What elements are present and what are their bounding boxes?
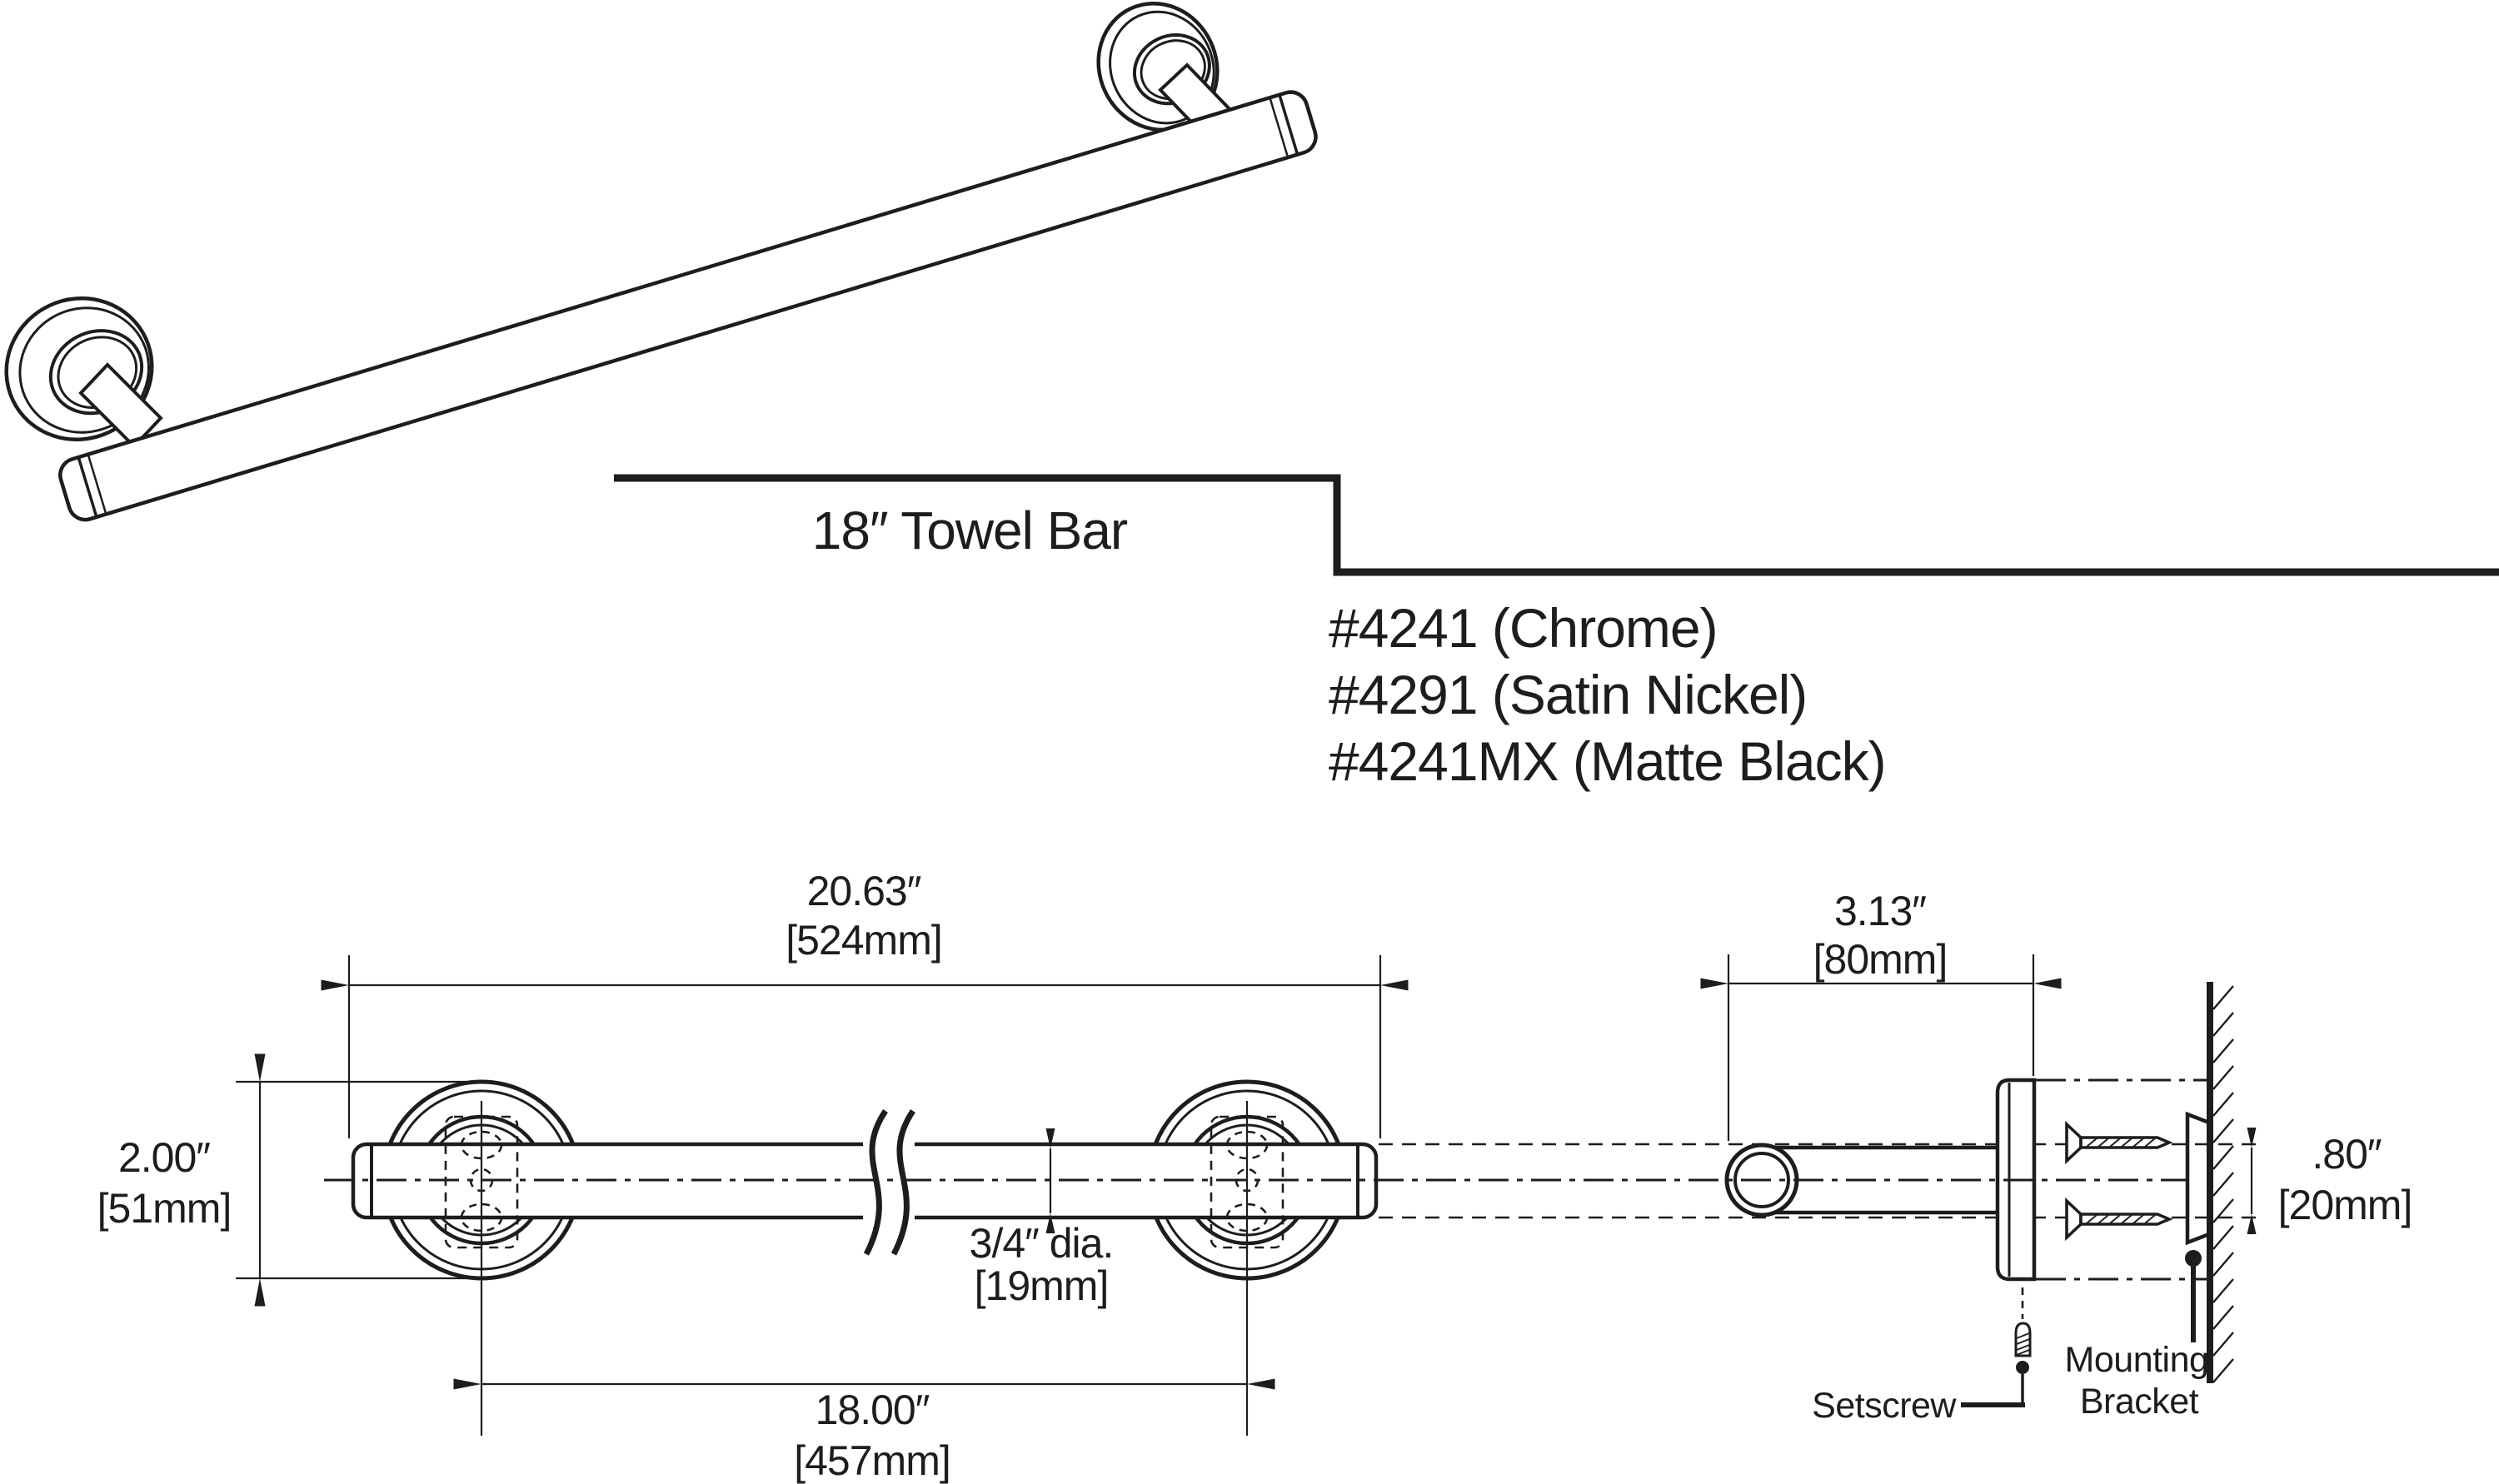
- towel-bar-3d-illustration: [4, 1, 1318, 522]
- svg-text:[524mm]: [524mm]: [786, 917, 942, 964]
- side-view-drawing: [1379, 982, 2264, 1383]
- dim-bracket-offset: .80″ [20mm]: [2247, 1128, 2412, 1234]
- svg-text:18.00″: 18.00″: [816, 1387, 930, 1433]
- svg-text:3.13″: 3.13″: [1834, 888, 1926, 934]
- product-number-chrome: #4241 (Chrome): [1329, 597, 1718, 659]
- dim-overall-length: 20.63″ [524mm]: [321, 868, 1409, 1138]
- svg-text:Mounting: Mounting: [2065, 1340, 2209, 1380]
- bar-3d: [58, 90, 1318, 522]
- wall-section: [2207, 982, 2234, 1383]
- svg-text:[51mm]: [51mm]: [97, 1185, 232, 1232]
- svg-text:[80mm]: [80mm]: [1813, 936, 1948, 983]
- setscrew-shape: [2014, 1287, 2032, 1357]
- callout-setscrew: Setscrew: [1812, 1361, 2029, 1426]
- dim-center-to-center: 18.00″ [457mm]: [453, 1101, 1275, 1484]
- svg-text:3/4″ dia.: 3/4″ dia.: [970, 1220, 1114, 1267]
- break-symbol: [863, 1109, 915, 1256]
- svg-text:20.63″: 20.63″: [807, 868, 921, 914]
- page-title: 18″ Towel Bar: [812, 500, 1128, 560]
- mounting-bracket-shape: [2185, 1111, 2210, 1246]
- title-block: 18″ Towel Bar #4241 (Chrome) #4291 (Sati…: [614, 474, 2499, 792]
- svg-text:[20mm]: [20mm]: [2278, 1182, 2412, 1228]
- callout-mounting-bracket: Mounting Bracket: [2065, 1250, 2209, 1422]
- svg-text:Setscrew: Setscrew: [1812, 1386, 1957, 1426]
- svg-text:[457mm]: [457mm]: [794, 1437, 950, 1484]
- svg-text:2.00″: 2.00″: [118, 1134, 210, 1181]
- screw-bottom: [2065, 1197, 2173, 1242]
- svg-text:.80″: .80″: [2312, 1131, 2382, 1178]
- post-3d-left: [78, 362, 163, 449]
- svg-text:[19mm]: [19mm]: [975, 1262, 1109, 1309]
- product-number-matte-black: #4241MX (Matte Black): [1329, 730, 1886, 792]
- product-number-satin-nickel: #4291 (Satin Nickel): [1329, 664, 1807, 725]
- svg-text:Bracket: Bracket: [2080, 1382, 2199, 1422]
- dim-flange-diameter: 2.00″ [51mm]: [97, 1053, 466, 1307]
- screw-top: [2065, 1120, 2173, 1165]
- dim-bar-diameter: 3/4″ dia. [19mm]: [970, 1128, 1114, 1309]
- title-divider-line: [614, 474, 2499, 576]
- dim-projection: 3.13″ [80mm]: [1700, 888, 2062, 1141]
